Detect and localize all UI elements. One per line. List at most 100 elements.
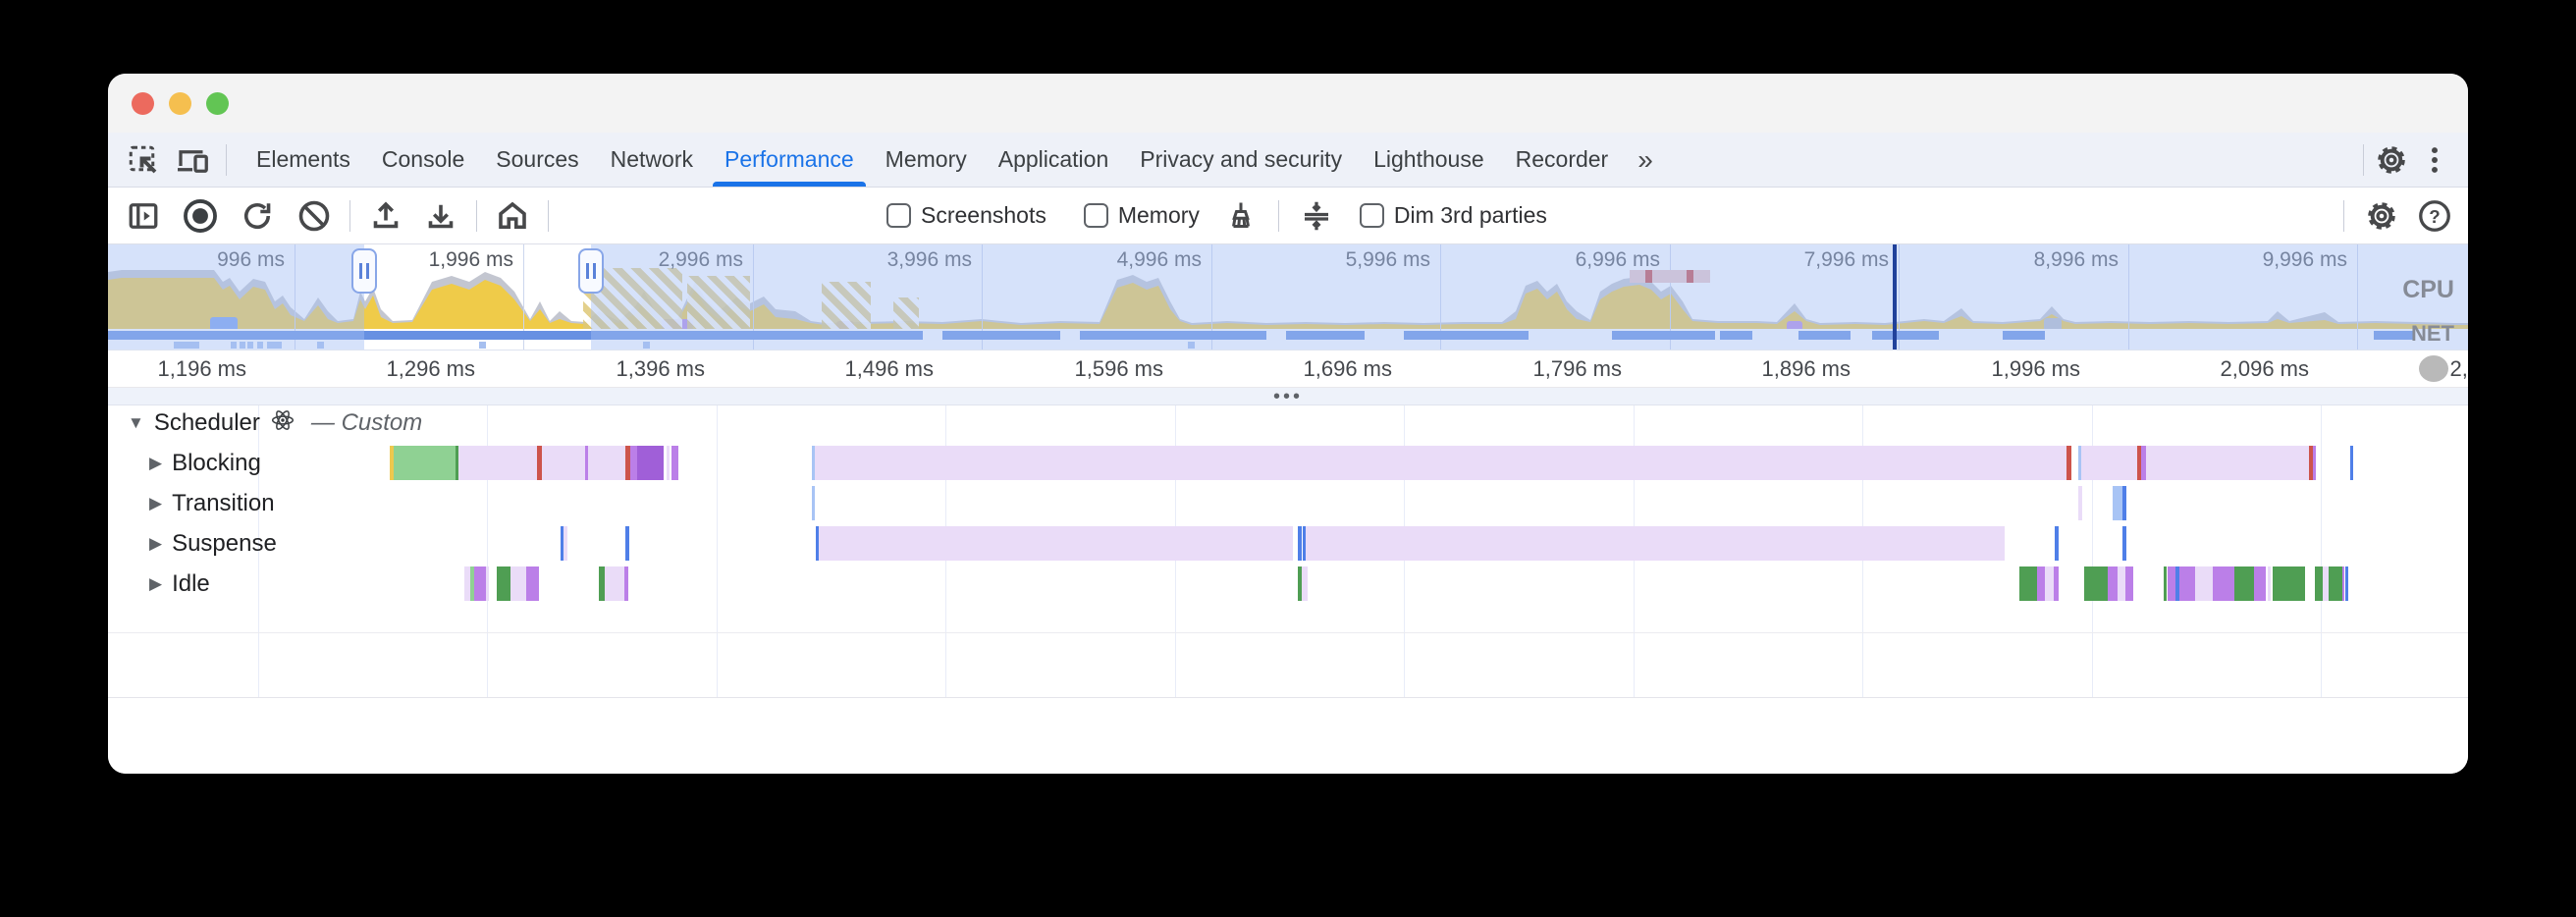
flame-bar[interactable]: [2066, 446, 2071, 480]
clear-icon[interactable]: [293, 194, 336, 238]
flame-bar[interactable]: [2168, 566, 2175, 601]
flame-bar[interactable]: [2108, 566, 2118, 601]
tab-lighthouse[interactable]: Lighthouse: [1373, 146, 1484, 172]
flame-bar[interactable]: [2213, 566, 2234, 601]
memory-checkbox[interactable]: Memory: [1083, 202, 1200, 229]
flame-bar[interactable]: [2175, 566, 2179, 601]
flame-bar[interactable]: [588, 446, 625, 480]
zoom-button[interactable]: [206, 91, 229, 115]
close-button[interactable]: [132, 91, 154, 115]
flame-bar[interactable]: [486, 566, 489, 601]
flame-bar[interactable]: [2113, 486, 2122, 520]
flame-bar[interactable]: [474, 566, 486, 601]
expand-arrow-icon[interactable]: ▶: [149, 493, 163, 512]
tab-network[interactable]: Network: [610, 146, 693, 172]
flame-bar[interactable]: [2019, 566, 2037, 601]
flame-bar[interactable]: [1298, 566, 1302, 601]
scrollbar-thumb[interactable]: [2419, 355, 2448, 382]
track-row-suspense[interactable]: ▶Suspense: [108, 526, 277, 561]
more-tabs-button[interactable]: »: [1637, 143, 1653, 175]
flame-bar[interactable]: [2179, 566, 2195, 601]
flame-bar[interactable]: [1298, 526, 1302, 561]
flame-bar[interactable]: [630, 446, 637, 480]
track-row-transition[interactable]: ▶Transition: [108, 486, 275, 520]
tab-privacy-and-security[interactable]: Privacy and security: [1140, 146, 1343, 172]
flame-bar[interactable]: [812, 486, 815, 520]
flame-bar[interactable]: [605, 566, 624, 601]
flame-bar[interactable]: [561, 526, 564, 561]
flame-bar[interactable]: [1306, 526, 2005, 561]
flame-bar[interactable]: [537, 446, 542, 480]
flame-bar[interactable]: [2055, 526, 2059, 561]
flame-bar[interactable]: [625, 446, 630, 480]
flame-bar[interactable]: [2315, 566, 2323, 601]
flame-bar[interactable]: [2309, 446, 2313, 480]
flame-bar[interactable]: [815, 446, 2066, 480]
flame-bar[interactable]: [458, 446, 537, 480]
flame-bar[interactable]: [637, 446, 664, 480]
collapse-recording-icon[interactable]: [1295, 194, 1338, 238]
memory-checkbox-box[interactable]: [1083, 203, 1108, 228]
flame-bar[interactable]: [2045, 566, 2054, 601]
flame-bar[interactable]: [2037, 566, 2045, 601]
flame-bar[interactable]: [2146, 446, 2309, 480]
flame-bar[interactable]: [464, 566, 470, 601]
flame-bar[interactable]: [2345, 566, 2348, 601]
flame-bar[interactable]: [2118, 566, 2125, 601]
home-icon[interactable]: [491, 194, 534, 238]
flame-bar[interactable]: [585, 446, 588, 480]
flame-bar[interactable]: [2350, 446, 2353, 480]
flame-bar[interactable]: [390, 446, 394, 480]
flame-bar[interactable]: [2342, 566, 2344, 601]
flame-bar[interactable]: [816, 526, 819, 561]
settings-gear-icon[interactable]: [2370, 138, 2413, 182]
flame-bar[interactable]: [2141, 446, 2146, 480]
selection-handle-left[interactable]: [351, 248, 377, 294]
flame-bar[interactable]: [1303, 526, 1306, 561]
flame-bar[interactable]: [1302, 566, 1308, 601]
tab-memory[interactable]: Memory: [885, 146, 967, 172]
screenshots-checkbox[interactable]: Screenshots: [886, 202, 1046, 229]
flame-bar[interactable]: [2323, 566, 2329, 601]
flame-bar[interactable]: [2125, 566, 2133, 601]
flame-bar[interactable]: [2081, 446, 2137, 480]
flame-bar[interactable]: [2234, 566, 2254, 601]
flame-bar[interactable]: [667, 446, 670, 480]
flame-bar[interactable]: [2164, 566, 2167, 601]
expand-arrow-icon[interactable]: ▶: [149, 453, 163, 472]
track-row-idle[interactable]: ▶Idle: [108, 566, 210, 601]
expand-arrow-icon[interactable]: ▶: [149, 533, 163, 553]
dim-3rd-parties-checkbox[interactable]: Dim 3rd parties: [1359, 202, 1547, 229]
tab-performance[interactable]: Performance: [709, 133, 870, 187]
flame-bar[interactable]: [2084, 566, 2108, 601]
collapse-arrow-icon[interactable]: ▼: [128, 413, 144, 432]
flame-bar[interactable]: [671, 446, 678, 480]
flame-bar[interactable]: [526, 566, 539, 601]
flame-bar[interactable]: [542, 446, 585, 480]
flame-bar[interactable]: [599, 566, 605, 601]
dim-3rd-parties-checkbox-box[interactable]: [1359, 203, 1384, 228]
settings-gear-icon[interactable]: [2360, 194, 2403, 238]
flame-bar[interactable]: [510, 566, 526, 601]
tab-application[interactable]: Application: [997, 146, 1109, 172]
flame-bar[interactable]: [497, 566, 510, 601]
record-icon[interactable]: [179, 194, 222, 238]
flame-bar[interactable]: [2329, 566, 2342, 601]
track-row-blocking[interactable]: ▶Blocking: [108, 446, 261, 480]
flame-bar[interactable]: [819, 526, 1293, 561]
tab-elements[interactable]: Elements: [256, 146, 350, 172]
device-toolbar-icon[interactable]: [171, 138, 214, 182]
flame-bar[interactable]: [2054, 566, 2059, 601]
flame-bar[interactable]: [2195, 566, 2213, 601]
flame-bar[interactable]: [2273, 566, 2305, 601]
flame-bar[interactable]: [564, 526, 567, 561]
tab-recorder[interactable]: Recorder: [1515, 146, 1609, 172]
flame-bar[interactable]: [456, 446, 458, 480]
flame-bar[interactable]: [2122, 486, 2126, 520]
minimize-button[interactable]: [169, 91, 191, 115]
more-menu-icon[interactable]: [2413, 138, 2456, 182]
flame-bar[interactable]: [470, 566, 474, 601]
track-group-scheduler[interactable]: ▼ Scheduler — Custom: [108, 405, 422, 441]
inspect-icon[interactable]: [122, 138, 165, 182]
